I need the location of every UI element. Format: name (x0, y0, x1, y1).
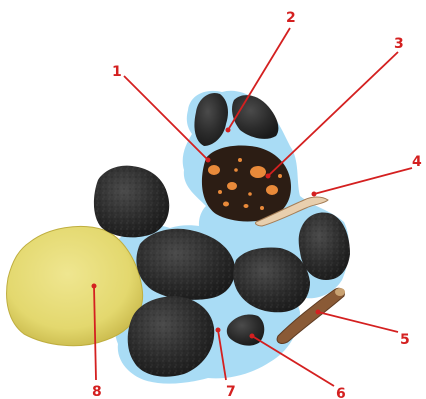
label-1: 1 (112, 64, 122, 80)
label-6: 6 (336, 386, 346, 399)
sand-particle (7, 226, 143, 345)
label-4: 4 (412, 154, 422, 170)
label-8: 8 (92, 384, 102, 399)
root-tip (335, 288, 345, 296)
label-7: 7 (226, 384, 236, 399)
label-5: 5 (400, 332, 410, 348)
leader-5 (318, 312, 398, 332)
leader-4 (314, 168, 412, 194)
label-2: 2 (286, 10, 296, 26)
rock-texture-1 (94, 166, 169, 238)
leader-3 (268, 52, 398, 176)
label-3: 3 (394, 36, 404, 52)
